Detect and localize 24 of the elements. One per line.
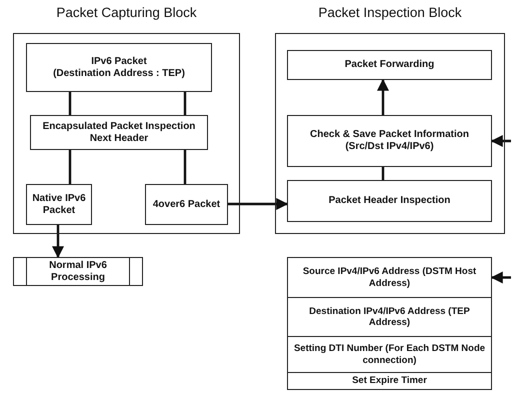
table-row: Set Expire Timer: [287, 373, 492, 390]
process-box: IPv6 Packet (Destination Address : TEP): [26, 43, 212, 92]
arrow: [228, 198, 288, 210]
arrow: [377, 78, 389, 115]
process-box: Encapsulated Packet Inspection Next Header: [30, 115, 208, 150]
connector-line: [68, 150, 72, 184]
process-box: 4over6 Packet: [145, 184, 228, 225]
table-row: Source IPv4/IPv6 Address (DSTM Host Address): [287, 257, 492, 298]
connector-line: [184, 150, 186, 184]
connector-line: [68, 92, 72, 115]
table-row: Destination IPv4/IPv6 Address (TEP Address): [287, 298, 492, 337]
block-title: Packet Inspection Block: [317, 5, 463, 20]
connector-line: [382, 167, 384, 180]
connector-line: [184, 92, 186, 115]
block-title: Packet Capturing Block: [55, 5, 198, 20]
process-box: Packet Header Inspection: [287, 180, 492, 222]
arrow: [490, 135, 511, 147]
process-box: Check & Save Packet Information (Src/Dst IPv4/IPv6): [287, 115, 492, 167]
predefined-process-box: Normal IPv6 Processing: [13, 257, 143, 286]
process-box: Packet Forwarding: [287, 50, 492, 80]
table-row: Setting DTI Number (For Each DSTM Node connection): [287, 337, 492, 373]
arrow: [490, 272, 511, 284]
arrow: [52, 225, 64, 258]
process-box: Native IPv6 Packet: [26, 184, 92, 225]
